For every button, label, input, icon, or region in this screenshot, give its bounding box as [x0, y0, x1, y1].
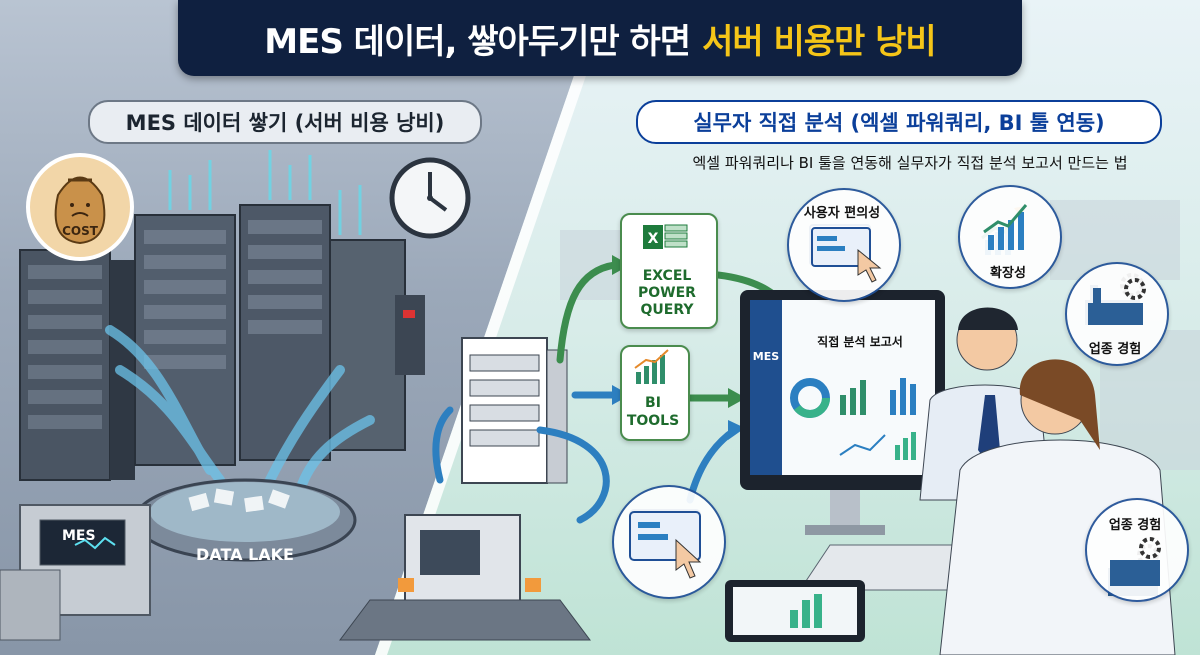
industry-label-1: 업종 경험	[1088, 342, 1142, 357]
bi-line2: TOOLS	[626, 413, 680, 429]
server-rack-2	[134, 214, 236, 466]
data-lake	[133, 478, 357, 562]
cost-money-bag-icon	[26, 153, 134, 261]
monitor-sidebar-label: MES	[753, 350, 779, 363]
scalability-label: 확장성	[990, 266, 1026, 281]
excel-line1: EXCEL	[642, 268, 692, 284]
right-section-subtitle: 엑셀 파워쿼리나 BI 툴을 연동해 실무자가 직접 분석 보고서 만드는 법	[692, 154, 1128, 172]
right-section-title: 실무자 직접 분석 (엑셀 파워쿼리, BI 툴 연동)	[636, 100, 1162, 144]
dashboard-charts	[790, 378, 916, 460]
usability-label: 사용자 편의성	[803, 206, 881, 221]
mes-machine	[0, 504, 151, 641]
data-waterfall	[105, 325, 375, 495]
headline-main: MES 데이터, 쌓아두기만 하면	[264, 21, 691, 62]
industry-label-2: 업종 경험	[1108, 518, 1162, 533]
headline-highlight: 서버 비용만 낭비	[702, 21, 937, 62]
svg-text:X: X	[648, 231, 659, 247]
usability-icon	[811, 227, 882, 283]
arrow-to-excel	[556, 261, 619, 364]
hand-screen-icon	[629, 511, 702, 579]
monitor-report-title: 직접 분석 보고서	[817, 334, 903, 349]
person-woman	[939, 359, 1176, 655]
bi-line1: BI	[645, 395, 661, 411]
data-lake-label: DATA LAKE	[196, 545, 294, 564]
industry-icon-1	[1088, 278, 1146, 325]
excel-line3: QUERY	[640, 302, 694, 318]
excel-power-query-card	[620, 213, 718, 329]
usability-card	[787, 188, 901, 302]
left-section-title: MES 데이터 쌓기 (서버 비용 낭비)	[88, 100, 482, 144]
scalability-icon	[983, 204, 1028, 250]
cost-label: COST	[62, 224, 99, 238]
factory-machine	[339, 514, 591, 641]
server-rack-4	[329, 239, 425, 451]
left-scene: DATA LAKE COST MES	[0, 150, 471, 641]
clock-icon	[389, 157, 471, 239]
arrow-factory-up	[432, 406, 454, 484]
industry-icon-2	[1110, 537, 1161, 586]
server-rack-1	[19, 249, 135, 481]
server-tower	[461, 337, 568, 484]
arrow-server-to-factory	[536, 426, 610, 524]
data-stream-glow	[168, 150, 362, 235]
excel-line2: POWER	[638, 285, 696, 301]
headline-banner: MES 데이터, 쌓아두기만 하면 서버 비용만 낭비	[178, 0, 1022, 76]
tablet	[725, 580, 865, 642]
mes-machine-label: MES	[62, 528, 96, 544]
